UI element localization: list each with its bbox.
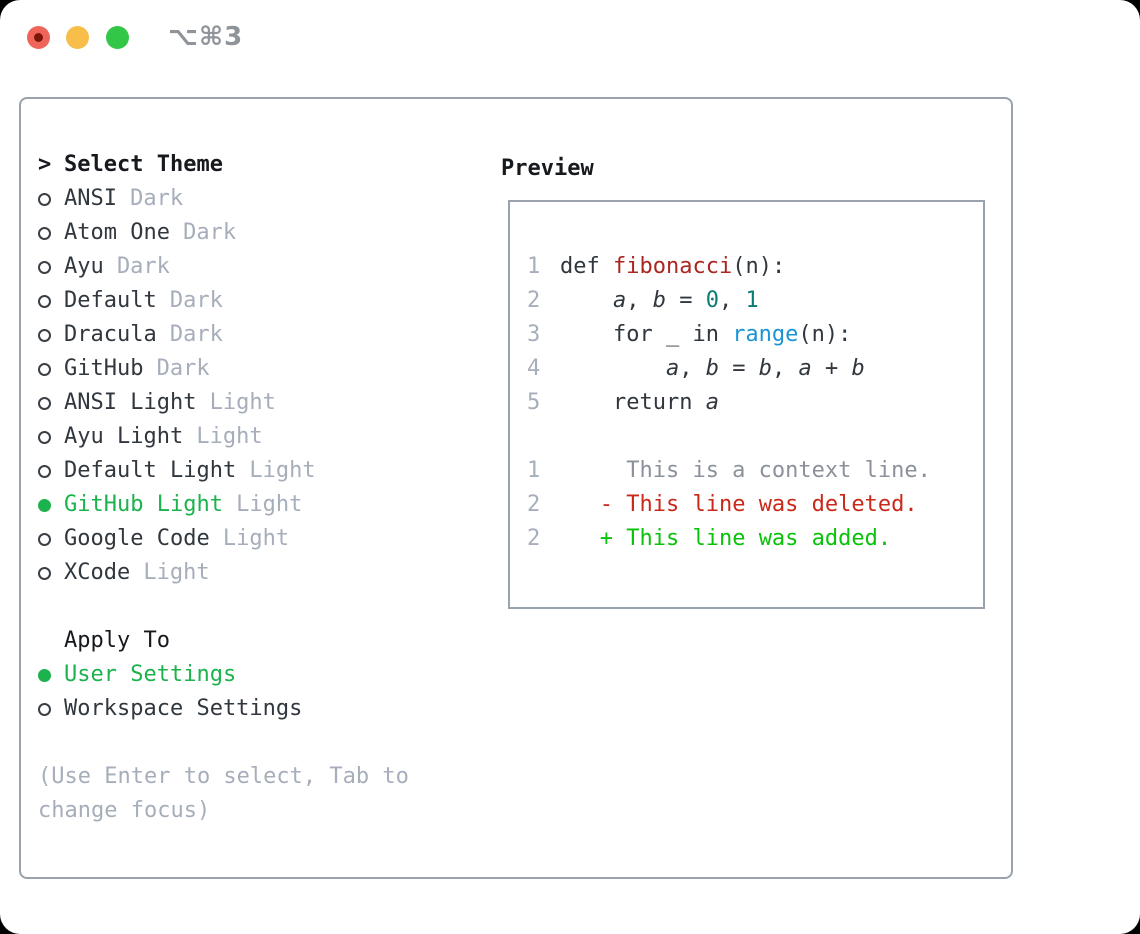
select-theme-header: > Select Theme [38,148,483,182]
select-theme-title: Select Theme [64,152,223,177]
radio-icon [38,362,51,376]
theme-option[interactable]: GitHub Dark [38,352,483,386]
theme-option[interactable]: ANSI Light Light [38,386,483,420]
theme-option[interactable]: Dracula Dark [38,318,483,352]
radio-selected-icon [38,668,51,682]
theme-option[interactable]: Default Dark [38,284,483,318]
variant-badge: Dark [183,220,237,245]
variant-badge: Light [209,390,276,415]
apply-to-header: Apply To [38,624,483,658]
variant-badge: Light [143,560,210,585]
radio-icon [38,532,51,546]
option-label: Google Code [64,526,210,551]
theme-option[interactable]: ANSI Dark [38,182,483,216]
line-number: 2 [527,288,541,313]
option-label: Default [64,288,157,313]
variant-badge: Dark [156,356,210,381]
option-label: ANSI [64,186,117,211]
option-label: Ayu Light [64,424,184,449]
apply-to-title: Apply To [64,628,170,653]
theme-option[interactable]: Ayu Dark [38,250,483,284]
hint-text: (Use Enter to select, Tab to change focu… [38,764,409,823]
variant-badge: Light [196,424,263,449]
variant-badge: Light [236,492,303,517]
variant-badge: Dark [169,288,223,313]
line-number: 2 [527,492,541,517]
radio-icon [38,702,51,716]
variant-badge: Dark [169,322,223,347]
code-line: 2 + This line was added. [527,522,983,556]
option-label: Ayu [64,254,104,279]
line-number: 4 [527,356,541,381]
theme-option[interactable]: Default Light Light [38,454,483,488]
apply-to-option[interactable]: Workspace Settings [38,692,483,726]
radio-icon [38,396,51,410]
code-line [527,420,983,454]
code-line: 2 a, b = 0, 1 [527,284,983,318]
radio-icon [38,566,51,580]
option-label: XCode [64,560,131,585]
variant-badge: Dark [130,186,184,211]
radio-icon [38,430,51,444]
option-label: Workspace Settings [64,696,303,721]
variant-badge: Light [222,526,290,551]
option-label: ANSI Light [64,390,197,415]
titlebar: ⌥⌘3 [0,0,1140,62]
line-number: 5 [527,390,541,415]
theme-option[interactable]: Atom One Dark [38,216,483,250]
code-line: 2 - This line was deleted. [527,488,983,522]
code-line: 4 a, b = b, a + b [527,352,983,386]
spacer [38,590,483,624]
radio-icon [38,328,51,342]
code-line: 1 This is a context line. [527,454,983,488]
code-line: 5 return a [527,386,983,420]
radio-selected-icon [38,498,51,512]
radio-icon [38,226,51,240]
option-label: GitHub [64,356,144,381]
theme-option[interactable]: Ayu Light Light [38,420,483,454]
theme-option[interactable]: GitHub Light Light [38,488,483,522]
window-title: ⌥⌘3 [168,22,244,52]
option-label: User Settings [64,662,237,687]
apply-to-option[interactable]: User Settings [38,658,483,692]
variant-badge: Dark [116,254,170,279]
radio-icon [38,260,51,274]
theme-option[interactable]: Google Code Light [38,522,483,556]
line-number: 1 [527,458,541,483]
variant-badge: Light [249,458,316,483]
maximize-button[interactable] [106,26,129,49]
option-label: Atom One [64,220,170,245]
close-button[interactable] [27,26,50,49]
theme-option[interactable]: XCode Light [38,556,483,590]
line-number: 3 [527,322,541,347]
radio-icon [38,464,51,478]
selection-cursor-icon: > [38,152,52,177]
preview-title: Preview [501,156,594,181]
line-number: 1 [527,254,541,279]
option-label: GitHub Light [64,492,223,517]
minimize-button[interactable] [66,26,89,49]
code-line: 3 for _ in range(n): [527,318,983,352]
line-number: 2 [527,526,541,551]
option-label: Dracula [64,322,157,347]
radio-icon [38,192,51,206]
radio-icon [38,294,51,308]
option-label: Default Light [64,458,237,483]
